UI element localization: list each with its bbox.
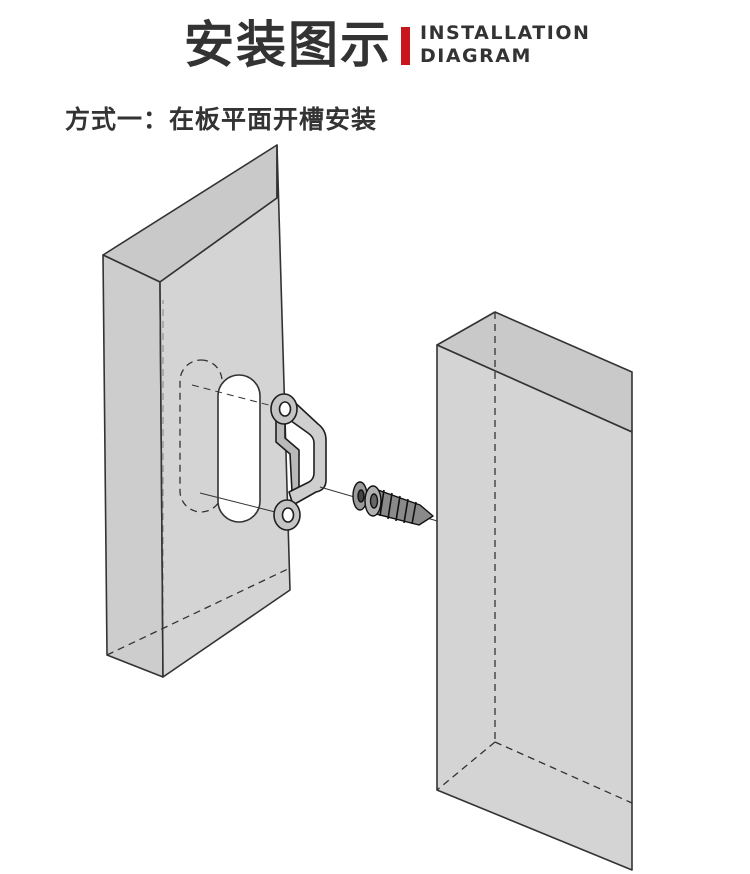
clip-top-hole [278, 401, 292, 417]
right-board [436, 311, 633, 871]
screw-head-inner [369, 493, 379, 509]
clip-body [286, 397, 327, 506]
left-board [102, 144, 291, 678]
title-accent-bar [401, 27, 410, 65]
title-english-line2: DIAGRAM [420, 45, 532, 67]
mounting-clip [270, 393, 327, 531]
method-label: 方式一：在板平面开槽安装 [65, 105, 378, 134]
screw [352, 481, 434, 526]
screw-threads [379, 489, 417, 525]
right-board-hidden-edge [494, 741, 633, 804]
left-board-hidden-edge [106, 567, 291, 656]
guide-line [191, 384, 285, 410]
page-title: 安装图示 [184, 16, 392, 74]
left-board-edge-face [102, 254, 164, 678]
guide-line [199, 492, 288, 516]
title-english: INSTALLATION DIAGRAM [420, 22, 590, 68]
right-board-front-face [436, 344, 633, 871]
clip-bottom-hole [281, 507, 295, 523]
screw-washer-hole [357, 489, 365, 503]
title-english-line1: INSTALLATION [420, 22, 591, 44]
slot-opening [217, 374, 261, 523]
right-board-hidden-edge [436, 741, 496, 791]
